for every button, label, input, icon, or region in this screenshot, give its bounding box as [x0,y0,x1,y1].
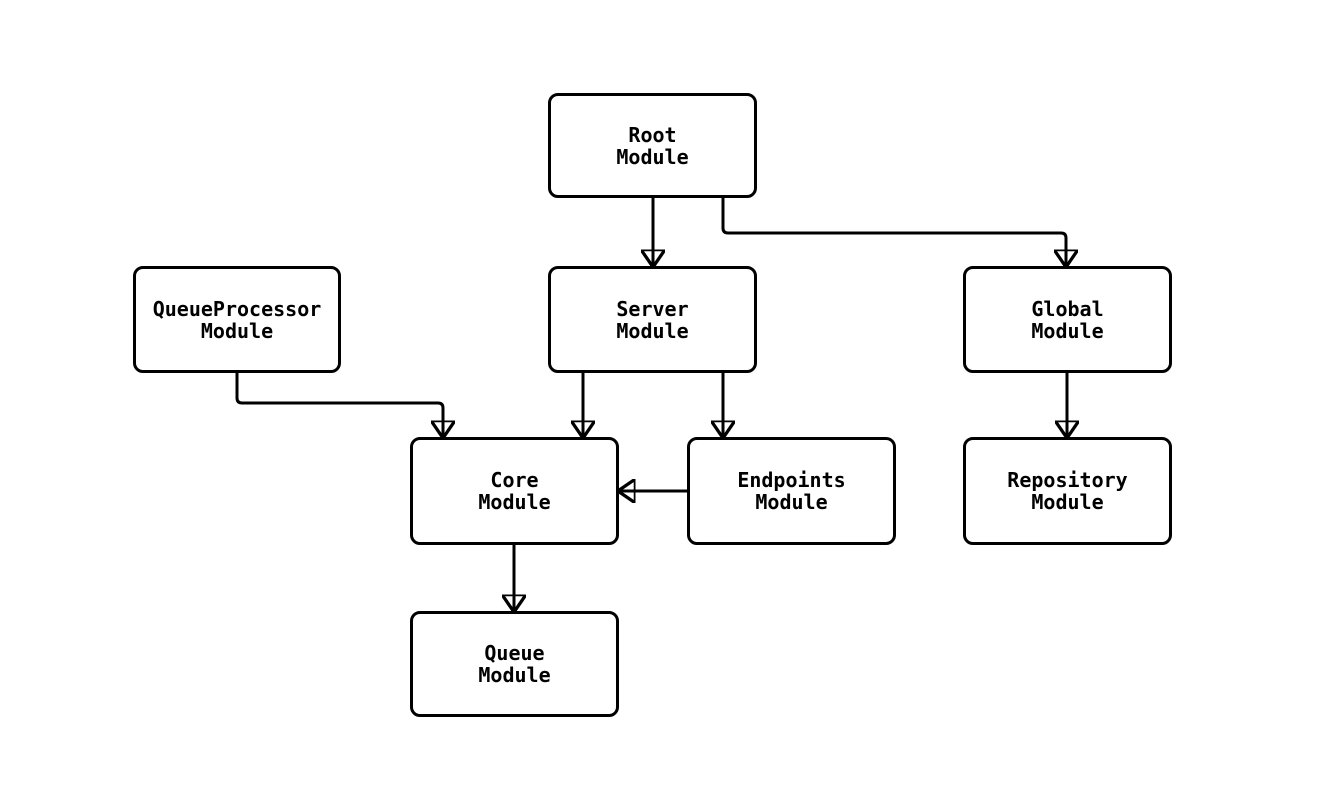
node-root-module: Root Module [548,93,757,198]
edge-root-to-global [721,198,1066,266]
edge-queueprocessor-to-core [235,373,443,437]
node-global-module-label: Global Module [1031,296,1104,343]
node-endpoints-module: Endpoints Module [687,437,896,545]
node-root-module-label: Root Module [616,122,689,169]
node-repository-module: Repository Module [963,437,1172,545]
node-core-module: Core Module [410,437,619,545]
node-endpoints-module-label: Endpoints Module [737,468,846,514]
node-server-module-label: Server Module [616,296,689,343]
node-queue-module: Queue Module [410,611,619,717]
node-queueprocessor-module-label: QueueProcessor Module [152,296,322,343]
node-queue-module-label: Queue Module [478,641,551,687]
node-repository-module-label: Repository Module [1007,468,1128,514]
node-queueprocessor-module: QueueProcessor Module [133,266,341,373]
node-global-module: Global Module [963,266,1172,373]
node-core-module-label: Core Module [478,468,551,514]
node-server-module: Server Module [548,266,757,373]
